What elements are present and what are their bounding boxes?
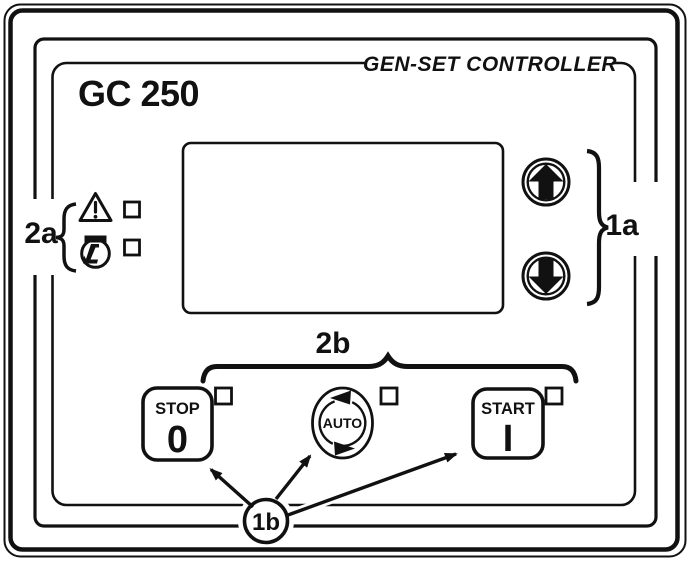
callout-1b-badge: 1b — [242, 497, 290, 545]
stop-button-symbol: 0 — [167, 419, 188, 461]
label-halos — [19, 48, 668, 549]
callout-2a-label: 2a — [24, 217, 58, 250]
panel-frame — [33, 37, 658, 528]
scroll-up-button[interactable] — [521, 157, 571, 207]
engine-shutdown-icon — [80, 235, 111, 269]
start-button-symbol: I — [503, 418, 514, 460]
warning-triangle-icon — [78, 192, 113, 222]
auto-button[interactable]: AUTO — [311, 386, 374, 460]
start-led — [544, 386, 564, 406]
scroll-down-button[interactable] — [521, 251, 571, 301]
arrow-up-icon — [528, 164, 564, 199]
stop-led — [214, 386, 233, 406]
callout-1a-brace — [586, 148, 609, 307]
auto-led — [379, 386, 399, 406]
callout-2b-brace — [200, 351, 579, 384]
callout-1a-label: 1a — [605, 209, 639, 242]
callout-2a-brace — [55, 202, 77, 273]
shutdown-led — [123, 238, 141, 257]
callout-2b-label: 2b — [315, 327, 350, 360]
auto-button-label: AUTO — [323, 415, 363, 431]
rotation-arrows-icon — [318, 390, 367, 456]
model-label: GC 250 — [78, 73, 199, 114]
callout-1b-arrows — [208, 449, 458, 520]
start-button[interactable]: START I — [471, 387, 545, 460]
start-button-label: START — [481, 400, 535, 418]
arrow-down-icon — [528, 259, 564, 294]
brand-label: GEN-SET CONTROLLER — [363, 53, 617, 76]
alarm-led — [123, 200, 141, 219]
stop-button-label: STOP — [155, 400, 200, 418]
case-border — [3, 3, 687, 558]
stop-button[interactable]: STOP 0 — [141, 386, 214, 462]
callout-1b-label: 1b — [252, 509, 280, 536]
lcd-display — [181, 141, 505, 315]
